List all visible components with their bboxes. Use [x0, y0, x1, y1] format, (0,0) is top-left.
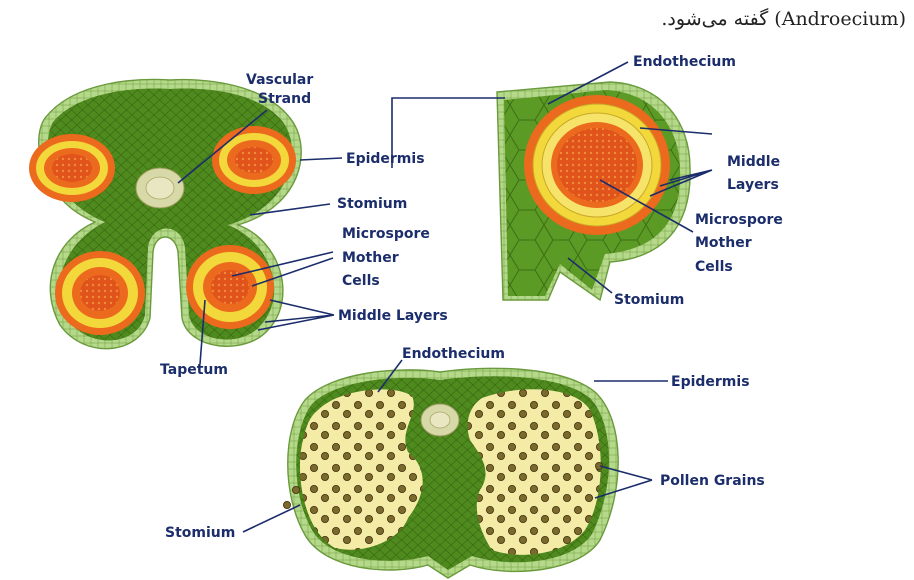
label-b-endothecium: Endothecium — [633, 54, 736, 70]
pollen-sac-c-right — [468, 389, 601, 555]
free-pollen-2 — [292, 486, 299, 493]
label-a-tapetum: Tapetum — [160, 362, 228, 378]
label-b-middle-2: Layers — [727, 177, 779, 193]
label-a-vascular-1: Vascular — [246, 72, 313, 88]
anther-b-wall-layers — [524, 95, 670, 235]
label-a-msmc-1: Microspore — [342, 226, 430, 242]
label-b-msmc-1: Microspore — [695, 212, 783, 228]
label-b-msmc-3: Cells — [695, 259, 733, 275]
label-a-msmc-3: Cells — [342, 273, 380, 289]
label-c-pollen: Pollen Grains — [660, 473, 765, 489]
label-c-epidermis: Epidermis — [671, 374, 750, 390]
anther-cross-section: Vascular Strand Epidermis Stomium Micros… — [29, 72, 448, 378]
mature-anther: Endothecium Epidermis Pollen Grains Stom… — [165, 346, 765, 578]
vascular-strand — [136, 168, 184, 208]
pollen-sac-bottom-left — [55, 251, 145, 335]
pollen-sac-top-left — [29, 134, 115, 202]
vascular-strand-c — [421, 404, 459, 436]
label-b-msmc-2: Mother — [695, 235, 752, 251]
label-c-stomium: Stomium — [165, 525, 235, 541]
label-a-msmc-2: Mother — [342, 250, 399, 266]
pollen-sac-bottom-right — [186, 245, 274, 329]
label-a-epidermis: Epidermis — [346, 151, 425, 167]
label-b-stomium: Stomium — [614, 292, 684, 308]
line-a-epidermis — [300, 158, 342, 160]
label-a-stomium: Stomium — [337, 196, 407, 212]
label-b-middle-1: Middle — [727, 154, 780, 170]
label-a-middle: Middle Layers — [338, 308, 448, 324]
label-a-vascular-2: Strand — [258, 91, 311, 107]
line-c-stomium — [243, 505, 300, 532]
free-pollen-1 — [283, 501, 290, 508]
label-c-endothecium: Endothecium — [402, 346, 505, 362]
anther-lobe-enlarged: Endothecium Middle Layers Microspore Mot… — [392, 54, 783, 308]
pollen-sac-top-right — [212, 126, 296, 194]
